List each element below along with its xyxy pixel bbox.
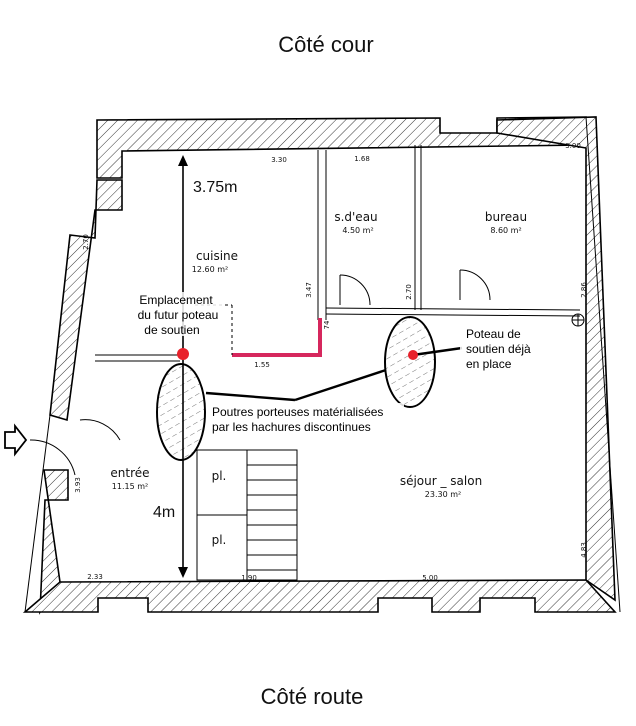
- room-cuisine-name: cuisine: [196, 249, 238, 263]
- existing-beam-ellipse: [384, 316, 436, 408]
- dim-bottom-233: 2.33: [87, 573, 103, 581]
- room-sdeau-name: s.d'eau: [334, 210, 377, 224]
- beams-line-2: par les hachures discontinues: [212, 420, 371, 434]
- bottom-label: Côté route: [261, 684, 364, 709]
- beams-line-1: Poutres porteuses matérialisées: [212, 405, 383, 419]
- wall-left: [49, 179, 123, 422]
- dim-sdeau-height: 2.70: [405, 284, 413, 300]
- wall-bottom: [22, 579, 617, 613]
- existing-post-line-2: soutien déjà: [466, 342, 531, 356]
- beams-callout: Poutres porteuses matérialisées par les …: [208, 403, 404, 435]
- future-post-line-3: de soutien: [144, 323, 199, 337]
- dim-cuisine-height: 3.47: [305, 282, 313, 298]
- existing-post-line-1: Poteau de: [466, 327, 521, 341]
- room-cuisine-area: 12.60 m²: [192, 265, 228, 274]
- measure-bottom-label: 4m: [153, 504, 175, 521]
- future-post-callout: Emplacement du futur poteau de soutien: [134, 292, 222, 337]
- future-beam-ellipse: [156, 363, 206, 461]
- dim-cuisine-bottom: 1.55: [254, 361, 270, 369]
- top-label: Côté cour: [278, 32, 373, 57]
- existing-post-callout: Poteau de soutien déjà en place: [460, 324, 532, 371]
- callout-lines: [205, 346, 463, 402]
- future-post-line-2: du futur poteau: [138, 308, 219, 322]
- room-bureau-name: bureau: [485, 210, 527, 224]
- staircase: [247, 464, 297, 571]
- dim-left-270: 2.70: [82, 234, 90, 250]
- dim-bottom-500: 5.00: [422, 574, 438, 582]
- entrance-arrow-icon: [4, 423, 28, 457]
- height-measure-arrow: [178, 155, 188, 578]
- room-sejour-area: 23.30 m²: [425, 490, 461, 499]
- interior-walls: [95, 145, 581, 581]
- room-entree-area: 11.15 m²: [112, 482, 148, 491]
- dim-right-286: 2.86: [580, 282, 588, 298]
- room-sdeau-area: 4.50 m²: [342, 226, 373, 235]
- beam-zones: [156, 316, 436, 461]
- existing-post-marker: [408, 350, 418, 360]
- dim-entree-side: 3.93: [74, 477, 82, 493]
- dim-top-cuisine: 3.30: [271, 156, 287, 164]
- placard-2-label: pl.: [212, 533, 227, 547]
- right-pillar-icon: [571, 313, 585, 327]
- dim-right-483: 4.83: [580, 542, 588, 558]
- exterior-walls: [22, 116, 621, 615]
- room-sejour-name: séjour _ salon: [400, 474, 482, 488]
- room-bureau-area: 8.60 m²: [490, 226, 521, 235]
- dim-small-74: 74: [323, 320, 331, 329]
- placard-1-label: pl.: [212, 469, 227, 483]
- future-post-marker: [177, 348, 189, 360]
- dim-top-sdeau: 1.68: [354, 155, 370, 163]
- new-partition-wall: [232, 318, 322, 357]
- measure-top-label: 3.75m: [193, 179, 237, 196]
- dim-bottom-190: 1.90: [241, 574, 257, 582]
- doors: [29, 269, 491, 476]
- existing-post-line-3: en place: [466, 357, 512, 371]
- future-post-line-1: Emplacement: [139, 293, 213, 307]
- room-entree-name: entrée: [110, 466, 149, 480]
- dim-top-bureau: 3.00: [565, 142, 581, 150]
